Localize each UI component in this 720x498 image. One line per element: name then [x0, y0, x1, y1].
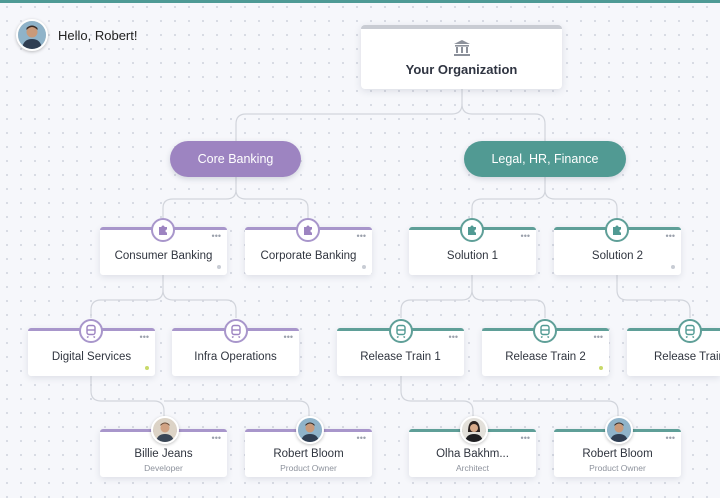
- person-avatar[interactable]: [296, 416, 324, 444]
- more-options-icon[interactable]: •••: [448, 332, 458, 342]
- puzzle-icon: [460, 218, 484, 242]
- greeting-text: Hello, Robert!: [58, 27, 138, 43]
- status-dot: [145, 366, 149, 370]
- more-options-icon[interactable]: •••: [139, 332, 149, 342]
- puzzle-icon: [296, 218, 320, 242]
- person-role: Product Owner: [280, 463, 337, 473]
- team-label: Release Train 1: [360, 351, 441, 363]
- more-options-icon[interactable]: •••: [356, 231, 366, 241]
- bank-icon: [361, 38, 562, 58]
- person-avatar[interactable]: [605, 416, 633, 444]
- person-role: Product Owner: [589, 463, 646, 473]
- person-role: Developer: [144, 463, 183, 473]
- more-options-icon[interactable]: •••: [283, 332, 293, 342]
- unit-label: Solution 1: [446, 250, 499, 262]
- status-dot: [599, 366, 603, 370]
- top-accent-line: [0, 0, 720, 3]
- person-name: Robert Bloom: [273, 448, 344, 460]
- more-options-icon[interactable]: •••: [356, 433, 366, 443]
- more-options-icon[interactable]: •••: [520, 231, 530, 241]
- status-dot: [671, 265, 675, 269]
- puzzle-icon: [151, 218, 175, 242]
- more-options-icon[interactable]: •••: [665, 231, 675, 241]
- train-icon: [533, 319, 557, 343]
- division-core-banking[interactable]: Core Banking: [170, 141, 301, 177]
- team-card-release-train[interactable]: Release Train: [627, 328, 720, 376]
- organization-title: Your Organization: [405, 62, 518, 77]
- train-icon: [389, 319, 413, 343]
- team-label: Infra Operations: [194, 351, 277, 363]
- unit-label: Solution 2: [591, 250, 644, 262]
- user-greeting: Hello, Robert!: [16, 19, 137, 51]
- person-name: Billie Jeans: [134, 448, 193, 460]
- unit-label: Consumer Banking: [114, 250, 213, 262]
- team-label: Release Train: [654, 351, 720, 363]
- user-avatar[interactable]: [16, 19, 48, 51]
- person-name: Olha Bakhm...: [436, 448, 509, 460]
- person-avatar[interactable]: [151, 416, 179, 444]
- more-options-icon[interactable]: •••: [593, 332, 603, 342]
- unit-label: Corporate Banking: [260, 250, 357, 262]
- person-name: Robert Bloom: [582, 448, 653, 460]
- train-icon: [79, 319, 103, 343]
- more-options-icon[interactable]: •••: [211, 231, 221, 241]
- organization-card[interactable]: Your Organization: [361, 25, 562, 89]
- division-legal-hr-finance[interactable]: Legal, HR, Finance: [464, 141, 626, 177]
- puzzle-icon: [605, 218, 629, 242]
- person-role: Architect: [455, 463, 490, 473]
- more-options-icon[interactable]: •••: [520, 433, 530, 443]
- team-label: Digital Services: [51, 351, 132, 363]
- more-options-icon[interactable]: •••: [665, 433, 675, 443]
- more-options-icon[interactable]: •••: [211, 433, 221, 443]
- person-avatar[interactable]: [460, 416, 488, 444]
- team-label: Release Train 2: [505, 351, 586, 363]
- train-icon: [224, 319, 248, 343]
- status-dot: [362, 265, 366, 269]
- train-icon: [678, 319, 702, 343]
- status-dot: [217, 265, 221, 269]
